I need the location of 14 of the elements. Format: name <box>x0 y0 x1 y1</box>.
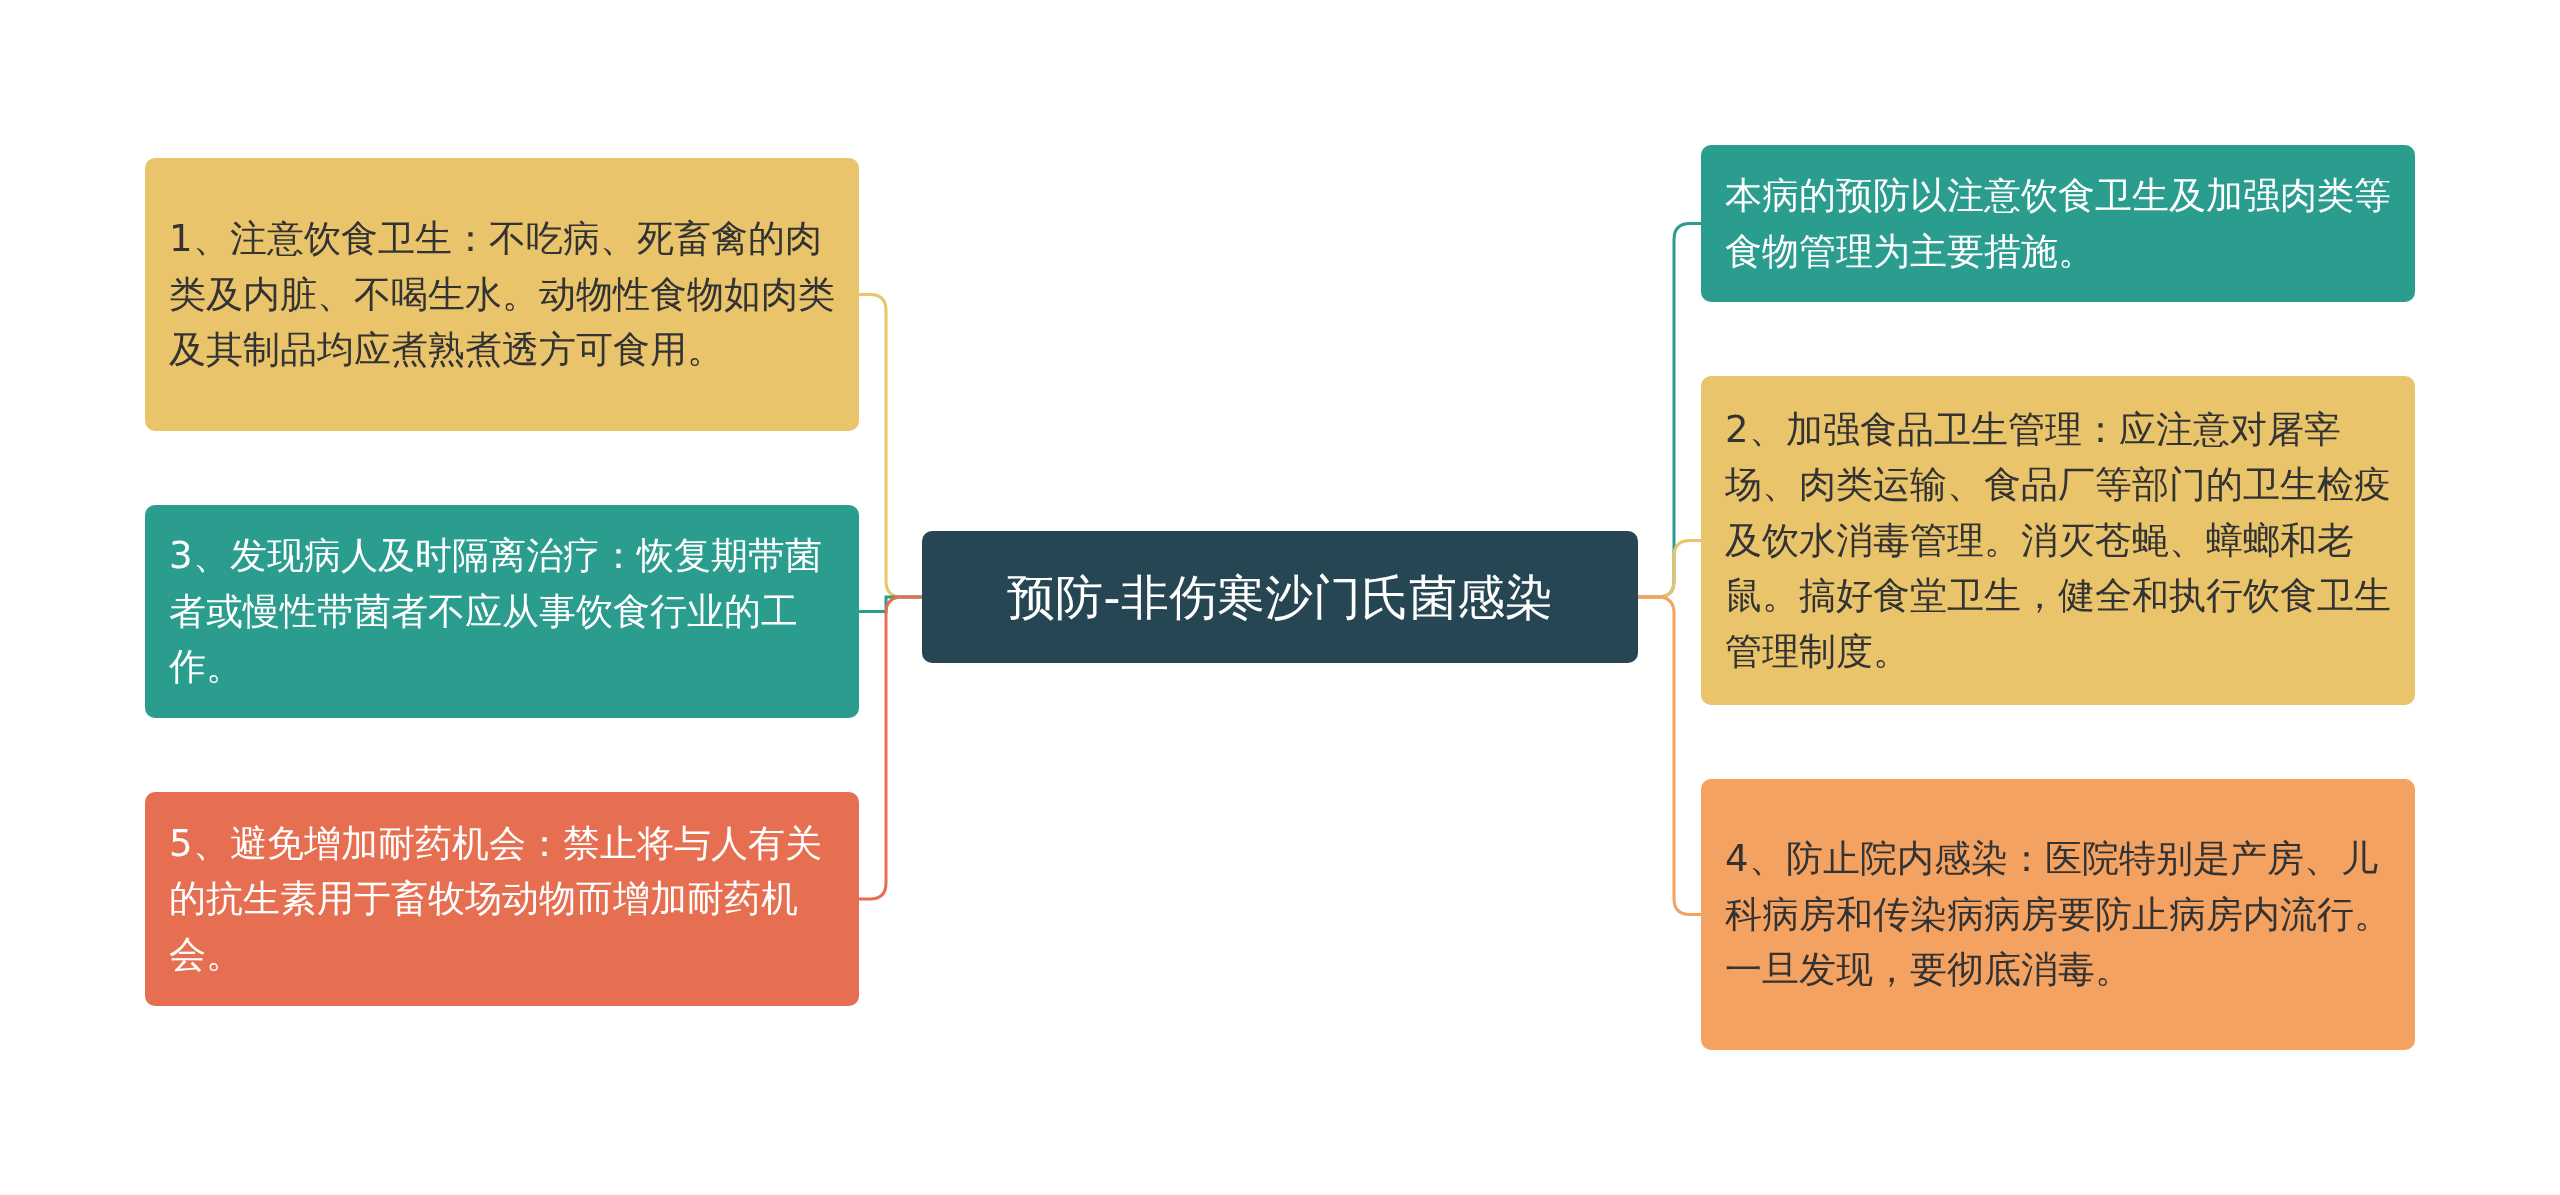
topic-text: 4、防止院内感染：医院特别是产房、儿科病房和传染病病房要防止病房内流行。一旦发现，要彻底消毒。 <box>1725 836 2391 994</box>
topic-text: 2、加强食品卫生管理：应注意对屠宰场、肉类运输、食品厂等部门的卫生检疫及饮水消毒管理。消灭苍蝇、蟑螂和老鼠。搞好食堂卫生，健全和执行饮食卫生管理制度。 <box>1725 406 2391 675</box>
topic-text: 本病的预防以注意饮食卫生及加强肉类等食物管理为主要措施。 <box>1725 173 2391 275</box>
topic-text: 预防-非伤寒沙门氏菌感染 <box>1007 568 1553 627</box>
topic-box <box>145 792 859 1006</box>
topic-text: 3、发现病人及时隔离治疗：恢复期带菌者或慢性带菌者不应从事饮食行业的工作。 <box>169 533 823 691</box>
topic-box <box>1701 145 2415 302</box>
topic-text: 5、避免增加耐药机会：禁止将与人有关的抗生素用于畜牧场动物而增加耐药机会。 <box>169 820 823 978</box>
central-topic-box <box>922 531 1638 663</box>
topic-box <box>1701 779 2415 1050</box>
topic-box <box>1701 376 2415 705</box>
topic-box <box>145 505 859 718</box>
topic-text: 1、注意饮食卫生：不吃病、死畜禽的肉类及内脏、不喝生水。动物性食物如肉类及其制品均应煮熟煮透方可食用。 <box>169 216 835 374</box>
topic-box <box>145 158 859 431</box>
